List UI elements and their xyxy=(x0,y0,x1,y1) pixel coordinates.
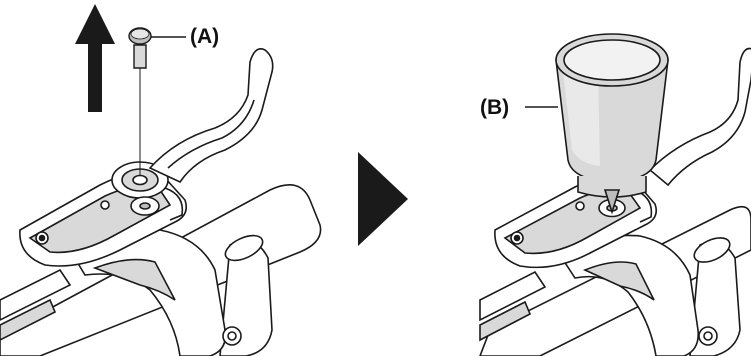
funnel-b xyxy=(525,33,669,215)
brake-clamp-right xyxy=(558,234,718,356)
bleed-screw-a xyxy=(128,27,186,176)
left-panel xyxy=(0,4,322,356)
label-b: (B) xyxy=(480,96,510,119)
right-panel xyxy=(479,33,751,356)
reservoir-boss-left xyxy=(111,161,184,221)
brake-clamp-left xyxy=(68,228,242,356)
arrow-up-icon xyxy=(75,4,115,112)
brake-lever-left xyxy=(148,48,274,184)
brake-lever-right xyxy=(648,47,751,187)
label-a: (A) xyxy=(190,25,220,48)
triangle-right-icon xyxy=(358,152,408,246)
